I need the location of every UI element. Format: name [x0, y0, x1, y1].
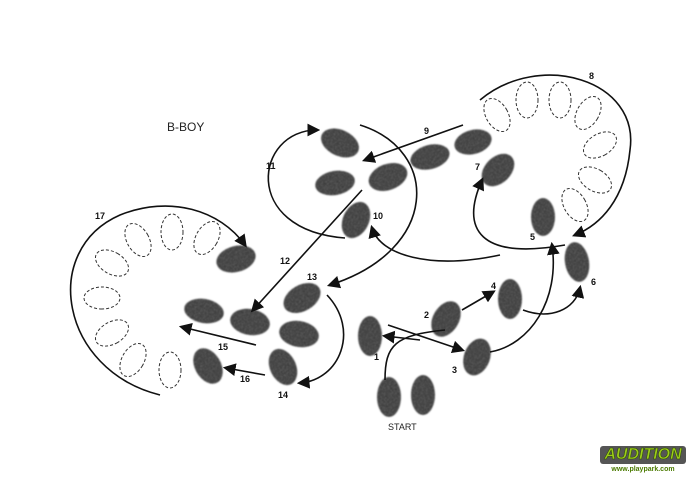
dashed-footprint: [158, 351, 182, 389]
footprint: [279, 320, 319, 348]
footprint: [358, 316, 382, 356]
footprint: [268, 348, 298, 386]
step-label-17: 17: [95, 211, 106, 221]
dashed-footprint: [94, 249, 130, 277]
dashed-footprint: [577, 166, 613, 194]
dashed-footprint: [561, 187, 589, 223]
dashed-footprint: [94, 319, 130, 347]
dashed-footprint: [548, 81, 572, 119]
dashed-footprint: [83, 286, 121, 310]
arrow-3: [387, 324, 466, 353]
arrow-1b: [384, 329, 446, 381]
start-label: START: [388, 422, 417, 432]
diagram-title: B-BOY: [167, 120, 205, 134]
footprint: [368, 162, 408, 192]
dashed-footprint: [160, 213, 184, 251]
arrow-16: [222, 363, 266, 376]
arrow-1c: [381, 330, 421, 344]
arrow-5: [489, 241, 560, 353]
arrow-15: [178, 323, 257, 346]
arrow-12: [250, 189, 363, 313]
step-label-9: 9: [424, 126, 430, 136]
footprint: [230, 308, 270, 336]
footprint: [410, 144, 450, 170]
step-label-6: 6: [591, 277, 597, 287]
step-label-7: 7: [475, 162, 481, 172]
footprint: [431, 301, 461, 337]
step-label-13: 13: [307, 272, 318, 282]
step-label-11: 11: [266, 161, 276, 171]
step-label-10: 10: [373, 211, 384, 221]
step-label-4: 4: [491, 281, 497, 291]
footprint: [377, 377, 401, 417]
step-label-2: 2: [424, 310, 430, 320]
step-label-5: 5: [530, 232, 536, 242]
footprint: [454, 129, 492, 155]
arrow-7: [472, 177, 566, 250]
footprint: [341, 201, 371, 239]
dashed-footprint: [483, 97, 511, 133]
footprint: [463, 338, 491, 376]
dashed-footprint: [124, 222, 152, 258]
footprint: [283, 282, 321, 314]
footprint: [315, 170, 355, 196]
audition-logo: AUDITION www.playpark.com: [598, 446, 688, 473]
dashed-footprint: [574, 95, 602, 131]
footprint: [184, 298, 224, 324]
footprint: [481, 153, 515, 187]
step-label-1: 1: [374, 352, 380, 362]
arrow-11: [267, 123, 346, 239]
footprint: [321, 128, 359, 158]
arrow-14: [296, 294, 345, 389]
footprint: [498, 279, 522, 319]
step-label-12: 12: [280, 256, 291, 266]
step-label-8: 8: [589, 71, 595, 81]
footprint: [411, 375, 435, 415]
step-label-3: 3: [452, 365, 458, 375]
arrow-9: [361, 124, 464, 163]
dashed-footprint: [119, 342, 147, 378]
dashed-footprint: [582, 131, 618, 159]
arrow-4: [461, 290, 496, 311]
step-label-14: 14: [278, 390, 289, 400]
footprint: [531, 198, 555, 236]
arrow-13: [326, 124, 418, 289]
footprint: [216, 245, 256, 273]
step-label-15: 15: [218, 342, 229, 352]
logo-url: www.playpark.com: [611, 466, 675, 473]
step-label-16: 16: [240, 374, 251, 384]
footprint: [193, 348, 223, 384]
logo-name: AUDITION: [600, 446, 686, 464]
arrow-6: [522, 284, 585, 315]
arrow-10: [368, 224, 501, 262]
dashed-footprint: [515, 81, 539, 119]
footprint: [564, 242, 590, 282]
arrow-8: [479, 74, 632, 238]
arrow-17-arc: [70, 205, 247, 396]
dashed-footprint: [193, 220, 221, 256]
